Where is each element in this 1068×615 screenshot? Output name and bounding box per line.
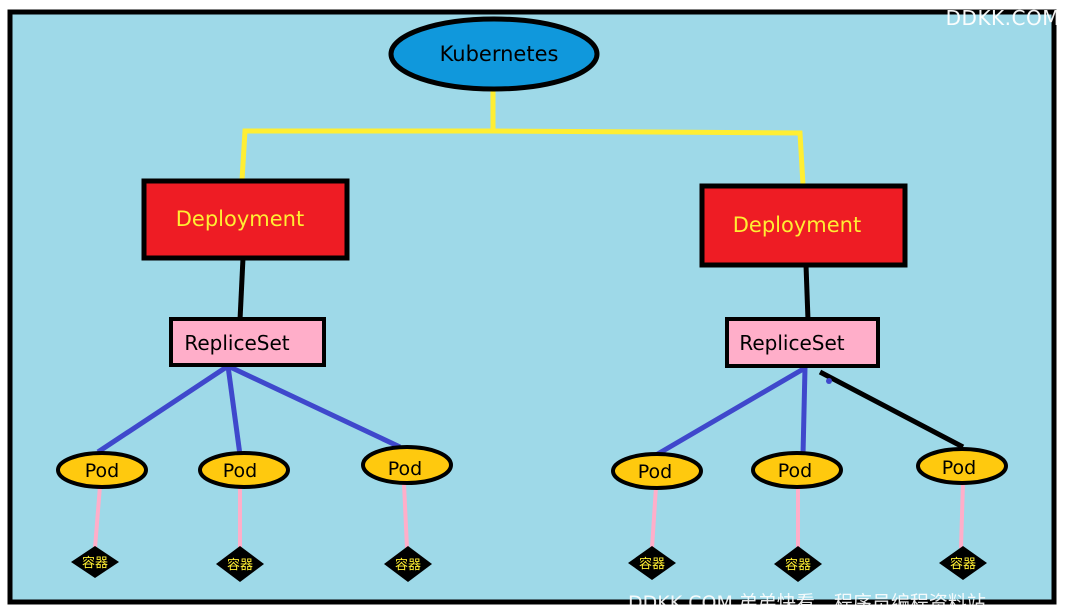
replicaset-label: RepliceSet <box>739 331 844 355</box>
pod-label: Pod <box>638 461 672 483</box>
pod-node: Pod <box>361 445 453 485</box>
pod-links-right <box>654 365 965 458</box>
pod-links-left <box>96 363 402 456</box>
deployment-link-right <box>803 264 811 321</box>
pod-node: Pod <box>56 451 148 489</box>
container-node: 容器 <box>71 546 119 578</box>
pod-node: Pod <box>198 451 290 489</box>
deployment-label: Deployment <box>733 213 861 237</box>
deployment-node-left: Deployment <box>141 178 350 261</box>
kubernetes-label: Kubernetes <box>440 42 559 66</box>
pod-label: Pod <box>223 460 257 482</box>
pod-node: Pod <box>916 447 1008 485</box>
deployment-link-left <box>237 257 246 321</box>
pod-label: Pod <box>85 460 119 482</box>
root-links <box>239 90 806 186</box>
pod-label: Pod <box>388 458 422 480</box>
watermark-top: DDKK.COM <box>945 6 1060 30</box>
replicaset-node-right: RepliceSet <box>725 317 880 368</box>
deployment-node-right: Deployment <box>699 183 908 268</box>
container-node: 容器 <box>939 546 987 580</box>
container-node: 容器 <box>628 546 676 580</box>
pod-node: Pod <box>611 452 703 490</box>
container-node: 容器 <box>774 546 822 582</box>
container-label: 容器 <box>785 557 811 573</box>
watermark-bottom: DDKK.COM 弟弟快看，程序员编程资料站 <box>628 592 986 614</box>
pod-label: Pod <box>778 460 812 482</box>
pod-label: Pod <box>942 457 976 479</box>
kubernetes-node: Kubernetes <box>388 16 600 92</box>
replicaset-label: RepliceSet <box>184 331 289 355</box>
container-label: 容器 <box>227 557 253 573</box>
replicaset-node-left: RepliceSet <box>169 317 326 367</box>
diagram-background <box>7 9 1057 605</box>
deployment-label: Deployment <box>176 207 304 231</box>
container-node: 容器 <box>216 546 264 582</box>
container-label: 容器 <box>639 556 665 572</box>
pod-node: Pod <box>751 451 843 489</box>
container-label: 容器 <box>82 555 108 571</box>
container-node: 容器 <box>384 546 432 582</box>
container-label: 容器 <box>950 556 976 572</box>
container-links <box>93 481 965 549</box>
container-label: 容器 <box>395 557 421 573</box>
